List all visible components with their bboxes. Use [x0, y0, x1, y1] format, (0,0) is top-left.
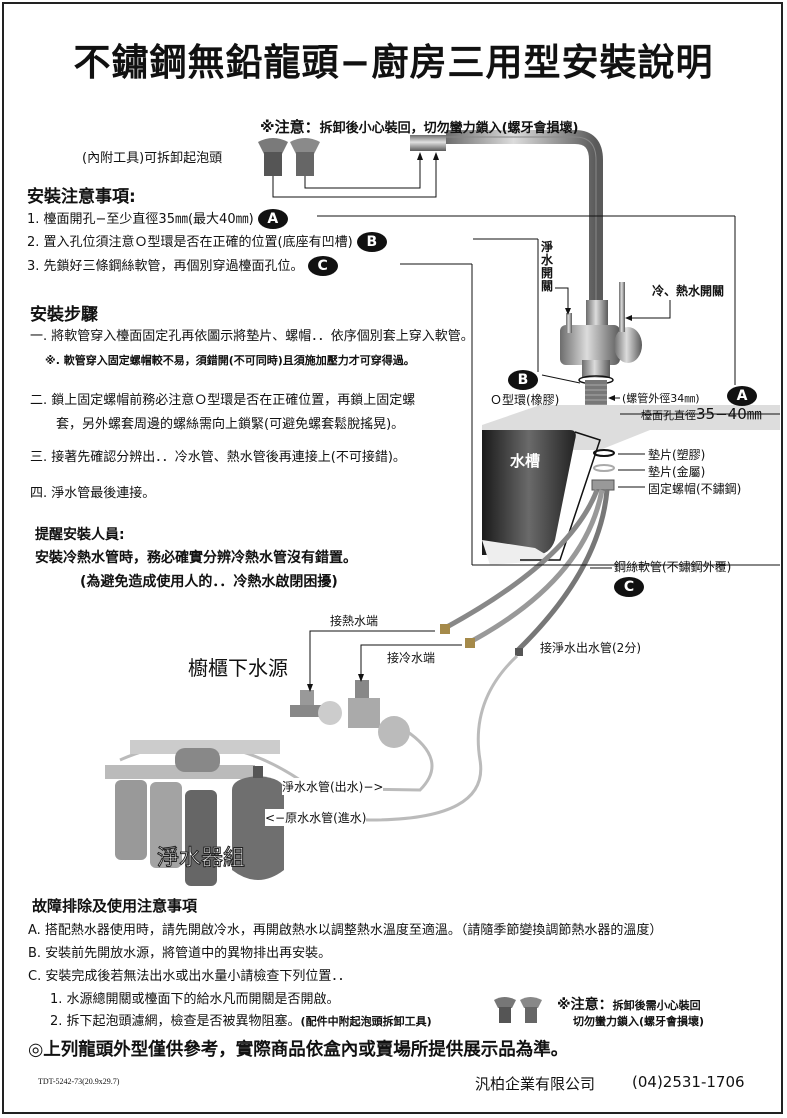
precaution-item: 3. 先鎖好三條鋼絲軟管，再個別穿過檯面孔位。 C	[27, 255, 338, 276]
reminder-heading: 提醒安裝人員:	[35, 527, 125, 543]
troubleshooting-heading: 故障排除及使用注意事項	[32, 897, 198, 915]
hot-cold-switch-label: 冷、熱水開關	[652, 284, 725, 298]
pure-water-switch-label: 淨水開關	[541, 240, 554, 293]
hole-badge: A	[727, 385, 757, 406]
purifier-label: 淨水器組	[156, 846, 246, 872]
oring-label: Ｏ型環(橡膠)	[490, 393, 560, 407]
pure-out-pipe-label: 淨水水管(出水)−>	[282, 778, 384, 795]
step-note: ※. 軟管穿入固定螺帽較不易，須錯開(不可同時)且須施加壓力才可穿得過。	[45, 354, 415, 367]
aerator-warning: ※注意：拆卸後小心裝回，切勿蠻力鎖入(螺牙會損壞)	[260, 118, 579, 136]
hot-end-label: 接熱水端	[330, 614, 379, 628]
sink-image	[482, 405, 780, 565]
washer-plastic-label: 墊片(塑膠)	[648, 448, 706, 462]
aerator-tool-small-icon	[494, 997, 542, 1023]
steel-hoses	[443, 489, 610, 652]
hose-label: 鋼絲軟管(不鏽鋼外覆)	[614, 560, 732, 574]
step-item: 四. 淨水管最後連接。	[30, 486, 156, 501]
step-item: 二. 鎖上固定螺帽前務必注意Ｏ型環是否在正確位置，再鎖上固定螺	[30, 393, 416, 408]
hose-badge: C	[614, 576, 644, 597]
sink-label: 水槽	[510, 452, 541, 470]
nut-label: 固定螺帽(不鏽鋼)	[648, 482, 742, 496]
bottom-warning: ※注意：拆卸後需小心裝回	[557, 997, 701, 1013]
doc-code: TDT-5242-73(20.9x29.7)	[38, 1077, 120, 1086]
troubleshooting-subitem: 2. 拆下起泡頭濾網，檢查是否被異物阻塞。(配件中附起泡頭拆卸工具)	[50, 1014, 432, 1029]
step-item: 一. 將軟管穿入檯面固定孔再依圖示將墊片、螺帽．．依序個別套上穿入軟管。	[30, 329, 474, 344]
hole-diameter-label: 檯面孔直徑35−40㎜	[641, 405, 762, 423]
cold-end-label: 接冷水端	[387, 651, 436, 665]
badge-a-icon: A	[257, 209, 288, 229]
badge-b-icon: B	[356, 232, 387, 252]
cabinet-source-label: 櫥櫃下水源	[188, 656, 288, 680]
troubleshooting-subitem: 1. 水源總開關或檯面下的給水凡而開關是否開啟。	[50, 992, 340, 1007]
aerator-tool-icon	[258, 138, 320, 176]
precaution-item: 2. 置入孔位須注意Ｏ型環是否在正確的位置(底座有凹槽) B	[27, 231, 387, 252]
step-item: 三. 接著先確認分辨出．．冷水管、熱水管後再連接上(不可接錯)。	[30, 450, 406, 465]
oring-badge: B	[508, 369, 538, 390]
washer-metal-icon	[593, 464, 615, 472]
troubleshooting-item: C. 安裝完成後若無法出水或出水量小請檢查下列位置．．	[28, 969, 351, 984]
reminder-line: 安裝冷熱水管時，務必確實分辨冷熱水管沒有錯置。	[35, 550, 357, 566]
badge-c-icon: C	[307, 256, 338, 276]
precaution-item: 1. 檯面開孔−至少直徑35㎜(最大40㎜) A	[27, 208, 288, 229]
nut-icon	[591, 479, 615, 491]
badge-b-icon: B	[508, 370, 538, 390]
troubleshooting-item: A. 搭配熱水器使用時，請先開啟冷水，再開啟熱水以調整熱水溫度至適溫。（請隨季節…	[28, 923, 663, 938]
tool-label: (內附工具)可拆卸起泡頭	[82, 151, 223, 166]
water-purifier-image	[105, 740, 284, 886]
raw-in-pipe-label: <−原水水管(進水)	[265, 809, 367, 826]
badge-c-icon: C	[614, 577, 644, 597]
reminder-note: (為避免造成使用人的．．冷熱水啟閉困擾)	[80, 574, 338, 590]
steps-heading: 安裝步驟	[30, 305, 98, 325]
washer-plastic-icon	[593, 449, 615, 457]
company-phone: (04)2531-1706	[632, 1073, 745, 1091]
washer-metal-label: 墊片(金屬)	[648, 465, 706, 479]
step-item-continued: 套，另外螺套周邊的螺絲需向上鎖緊(可避免螺套鬆脫搖晃)。	[56, 417, 405, 432]
pure-outlet-label: 接淨水出水管(2分)	[540, 641, 641, 655]
company-name: 汎柏企業有限公司	[475, 1075, 596, 1093]
pipe-od-label: (螺管外徑34㎜)	[622, 392, 700, 405]
troubleshooting-item: B. 安裝前先開放水源，將管道中的異物排出再安裝。	[28, 946, 332, 961]
disclaimer: ◎上列龍頭外型僅供參考，實際商品依盒內或賣場所提供展示品為準。	[28, 1040, 569, 1060]
valve-icons	[290, 680, 410, 748]
bottom-warning-line2: 切勿蠻力鎖入(螺牙會損壞)	[573, 1015, 705, 1028]
precautions-heading: 安裝注意事項:	[27, 187, 136, 207]
badge-a-icon: A	[727, 386, 757, 406]
page-title: 不鏽鋼無鉛龍頭−廚房三用型安裝說明	[73, 41, 714, 84]
